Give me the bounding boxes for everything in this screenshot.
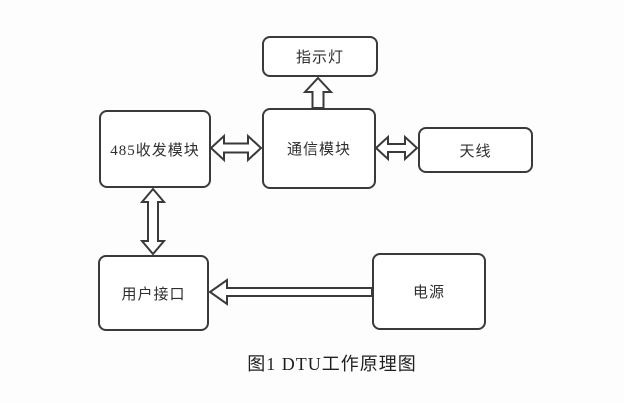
node-indicator-light-label: 指示灯 — [295, 50, 344, 66]
node-antenna-label: 天线 — [459, 143, 492, 160]
node-indicator-light: 指示灯 — [262, 36, 378, 77]
figure-caption: 图1 DTU工作原理图 — [247, 354, 417, 374]
node-power-supply-label: 电源 — [412, 285, 445, 301]
node-antenna: 天线 — [418, 127, 533, 173]
node-user-interface: 用户接口 — [98, 255, 209, 331]
node-communication-module: 通信模块 — [262, 108, 376, 189]
node-485-transceiver-module-label: 485收发模块 — [110, 142, 200, 159]
arrow-power-to-user-interface — [208, 278, 373, 306]
arrow-comm-to-indicator — [302, 76, 334, 109]
arrow-comm-antenna — [374, 134, 419, 162]
node-user-interface-label: 用户接口 — [121, 286, 186, 303]
arrow-rs485-user-interface — [139, 187, 167, 256]
node-485-transceiver-module: 485收发模块 — [99, 110, 211, 188]
arrow-rs485-comm — [209, 133, 263, 163]
node-communication-module-label: 通信模块 — [286, 142, 351, 158]
node-power-supply: 电源 — [372, 253, 486, 330]
